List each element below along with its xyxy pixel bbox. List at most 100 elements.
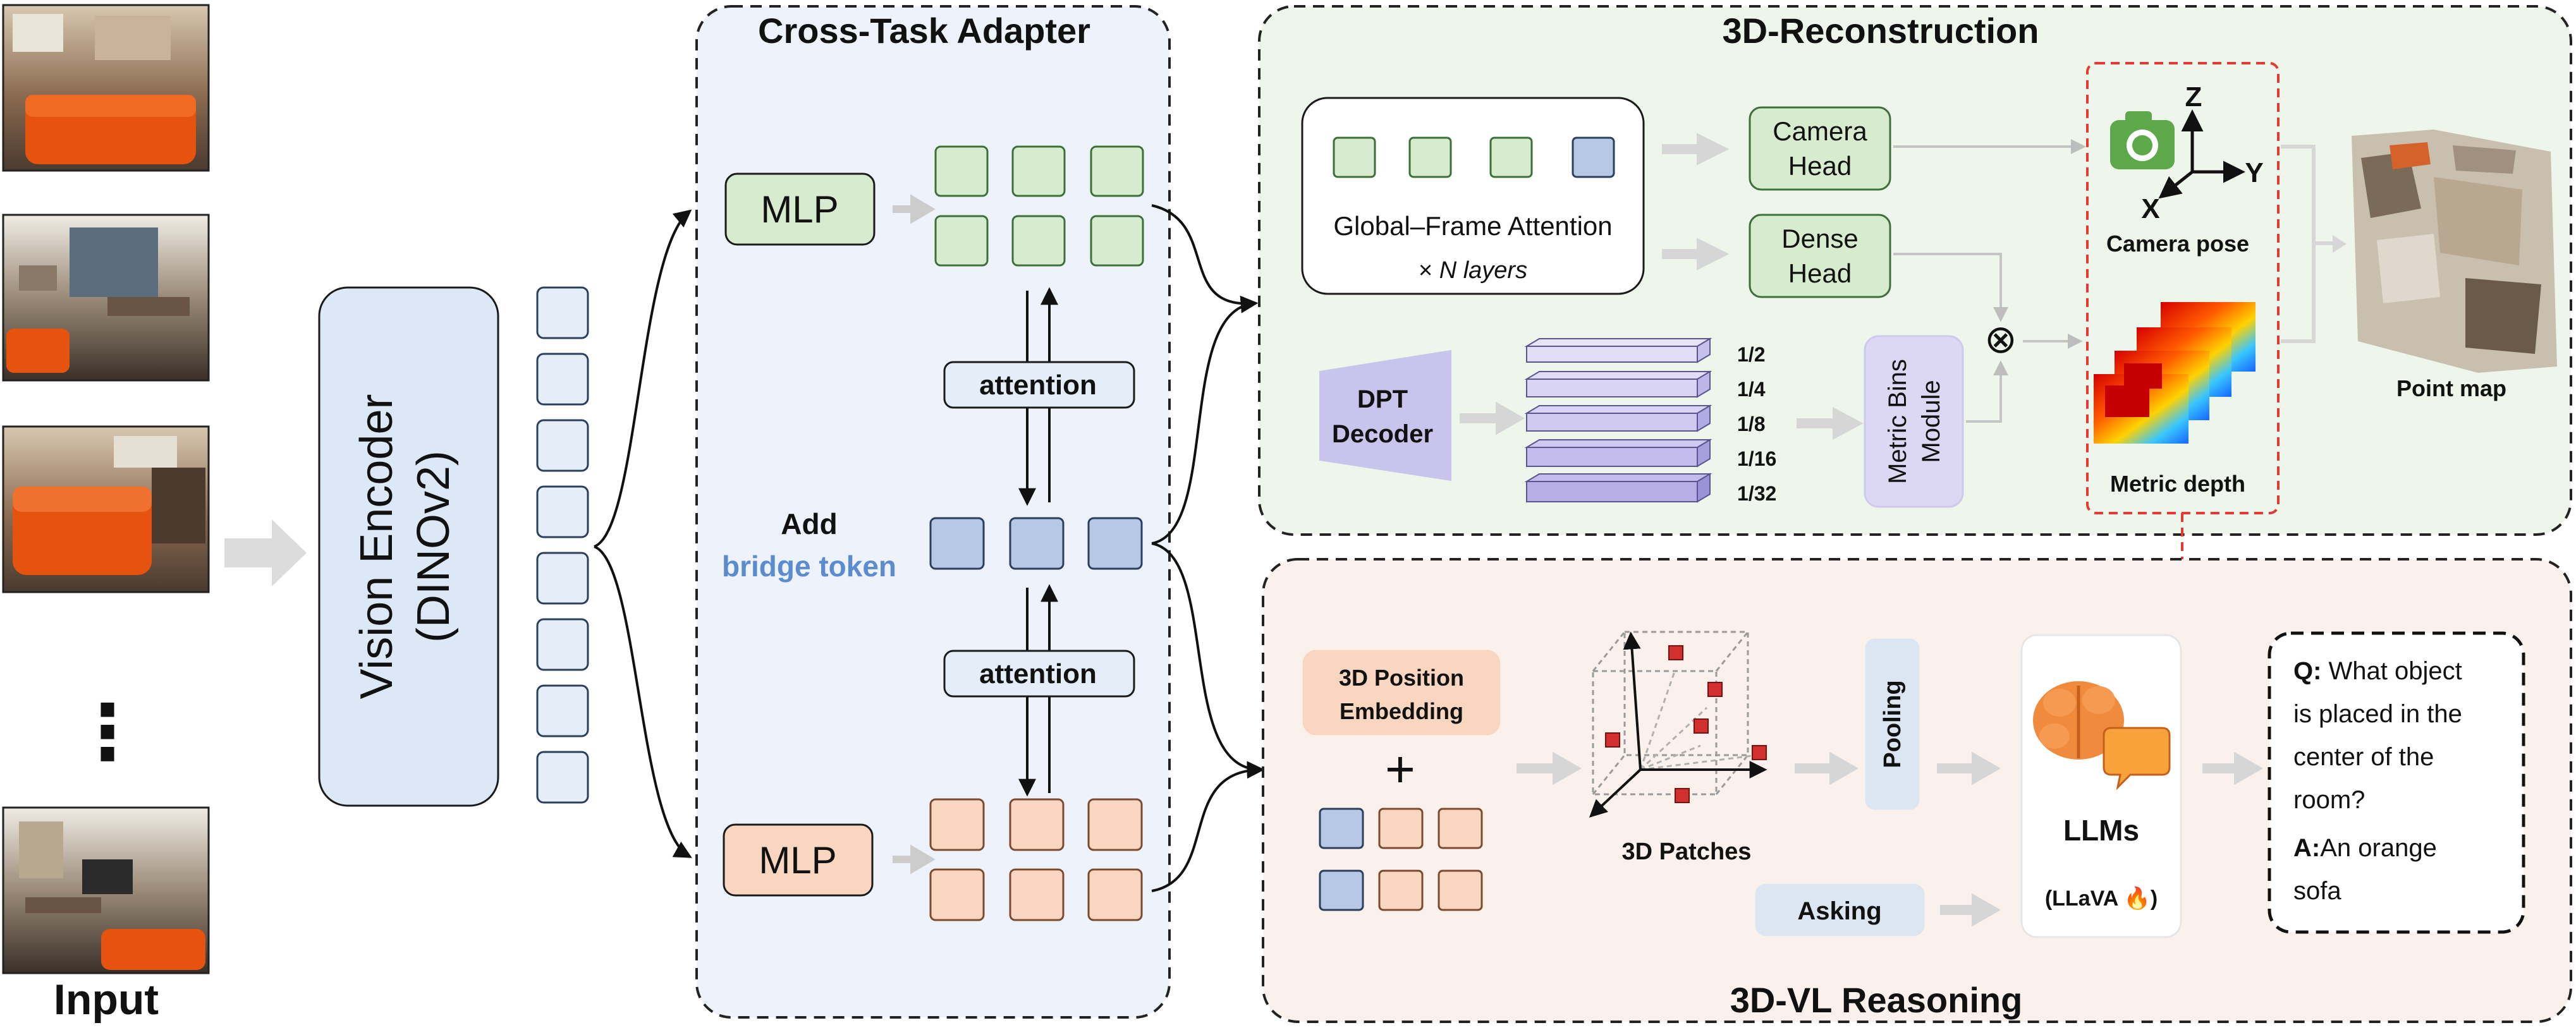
3d-patches-cube (1589, 631, 1767, 818)
arrow-scales-to-metric-bins (1797, 407, 1864, 440)
arrow-adapter-bottom-to-vl (1151, 768, 1262, 892)
qa-question-line-3: center of the (2293, 743, 2434, 771)
metric-depth-label: Metric depth (2110, 471, 2245, 497)
cross-task-adapter-panel: Cross-Task Adapter MLP attention Add bri… (695, 5, 1171, 1019)
input-frame-1 (2, 4, 210, 172)
brain-chat-icon (2033, 681, 2171, 791)
dpt-decoder-line-1: DPT (1357, 385, 1408, 413)
multiply-symbol: ⊗ (1984, 318, 2017, 361)
asking-box (1755, 883, 1925, 936)
input-column: ⋮ Input (2, 4, 210, 1024)
camera-icon (2110, 111, 2175, 169)
point-map-image (2352, 130, 2557, 373)
qa-question-line-2: is placed in the (2293, 700, 2462, 728)
input-label: Input (54, 976, 159, 1024)
arrow-mlp-bottom-to-grid (893, 844, 936, 875)
arrow-tokens-to-mlp-bottom (594, 545, 692, 858)
attention-bottom-box (943, 650, 1135, 698)
qa-answer-line-2: sofa (2293, 877, 2341, 905)
scale-2: 1/4 (1737, 378, 1766, 401)
axis-x-label: X (2141, 193, 2159, 224)
gfa-layers: × N layers (1419, 257, 1527, 284)
dpt-decoder-shape (1319, 349, 1451, 482)
llm-label: LLMs (2063, 814, 2139, 847)
bridge-token-row (929, 517, 1143, 570)
metric-bins-line-1: Metric Bins (1884, 359, 1912, 484)
qa-box (2268, 631, 2525, 934)
qa-question-line-1: Q: What object (2293, 657, 2462, 685)
recon-title: 3D-Reconstruction (1723, 11, 2039, 51)
dpt-decoder-line-2: Decoder (1332, 420, 1433, 448)
mlp-top-label: MLP (760, 188, 838, 231)
add-label: Add (781, 507, 837, 540)
encoder-line-1: Vision Encoder (351, 394, 402, 700)
input-ellipsis: ⋮ (70, 690, 145, 775)
vision-encoder: Vision Encoder (DINOv2) (318, 286, 499, 807)
mlp-bottom-label: MLP (759, 839, 836, 882)
arrow-dense-head-to-multiply (1893, 253, 2008, 322)
encoder-token (536, 684, 589, 737)
arrow-bridge-to-recon (1151, 302, 1255, 545)
multiscale-features (1524, 337, 1712, 503)
arrow-metric-bins-to-multiply (1966, 360, 2008, 423)
arrow-patches-to-pooling (1795, 751, 1859, 785)
arrow-gfa-to-camera-head (1662, 133, 1730, 166)
encoder-token-column (536, 286, 589, 804)
pooling-label: Pooling (1879, 680, 1906, 768)
green-token-grid (934, 145, 1144, 267)
adapter-title: Cross-Task Adapter (758, 11, 1090, 51)
encoder-token (536, 286, 589, 339)
arrow-bridge-to-vl (1151, 542, 1265, 779)
position-embedding-box (1302, 650, 1501, 736)
point-map-label: Point map (2396, 375, 2506, 401)
qa-question-line-4: room? (2293, 786, 2365, 814)
arrow-input-to-encoder (224, 519, 307, 586)
position-embedding-line-2: Embedding (1340, 698, 1463, 724)
encoder-token (536, 353, 589, 406)
camera-pose-label: Camera pose (2106, 231, 2249, 257)
vl-title: 3D-VL Reasoning (1730, 980, 2023, 1020)
scale-1: 1/2 (1737, 343, 1765, 366)
arrow-asking-to-llm (1940, 893, 2001, 927)
scale-5: 1/32 (1737, 482, 1776, 505)
encoder-token (536, 485, 589, 538)
arrow-gfa-to-dense-head (1662, 238, 1730, 270)
metric-depth-maps (2094, 302, 2256, 444)
axis-z-label: Z (2185, 82, 2202, 112)
recon-panel: 3D-Reconstruction Global–Frame Attention… (1258, 5, 2572, 536)
encoder-token (536, 419, 589, 472)
asking-label: Asking (1797, 897, 1881, 925)
camera-head-box (1749, 106, 1891, 191)
vl-panel: 3D-VL Reasoning 3D Position Embedding + (1262, 558, 2572, 1023)
bridge-token-label: bridge token (722, 550, 896, 583)
metric-bins-line-2: Module (1917, 380, 1945, 463)
arrow-pooling-to-llm (1937, 751, 2001, 785)
3d-patches-label: 3D Patches (1622, 839, 1752, 865)
pooling-box (1865, 638, 1920, 810)
input-frame-4 (2, 806, 210, 974)
camera-head-line-2: Head (1788, 151, 1852, 181)
scale-4: 1/16 (1737, 447, 1776, 470)
qa-answer-line-1: A:An orange (2293, 834, 2437, 862)
attention-bottom-label: attention (979, 658, 1097, 689)
mlp-bottom-box (723, 823, 874, 897)
dense-head-box (1749, 214, 1891, 298)
input-frame-2 (2, 214, 210, 382)
encoder-token (536, 552, 589, 605)
axis-y-label: Y (2245, 157, 2263, 188)
position-embedding-line-1: 3D Position (1339, 665, 1464, 691)
mlp-top-box (724, 173, 876, 246)
arrow-outputs-to-point-map (2281, 145, 2336, 343)
dense-head-line-2: Head (1788, 258, 1852, 288)
arrow-adapter-top-to-recon (1151, 204, 1259, 313)
llm-sub-label: (LLaVA 🔥) (2045, 886, 2158, 911)
arrow-dpt-to-scales (1460, 401, 1525, 435)
attention-top-label: attention (979, 370, 1097, 401)
encoder-token (536, 751, 589, 804)
arrow-mlp-top-to-grid (893, 194, 936, 224)
arrow-tokens-to-mlp-top (594, 209, 692, 548)
arrow-llm-to-qa (2202, 751, 2264, 785)
encoder-line-2: (DINOv2) (408, 451, 459, 643)
plus-sign: + (1385, 741, 1415, 798)
